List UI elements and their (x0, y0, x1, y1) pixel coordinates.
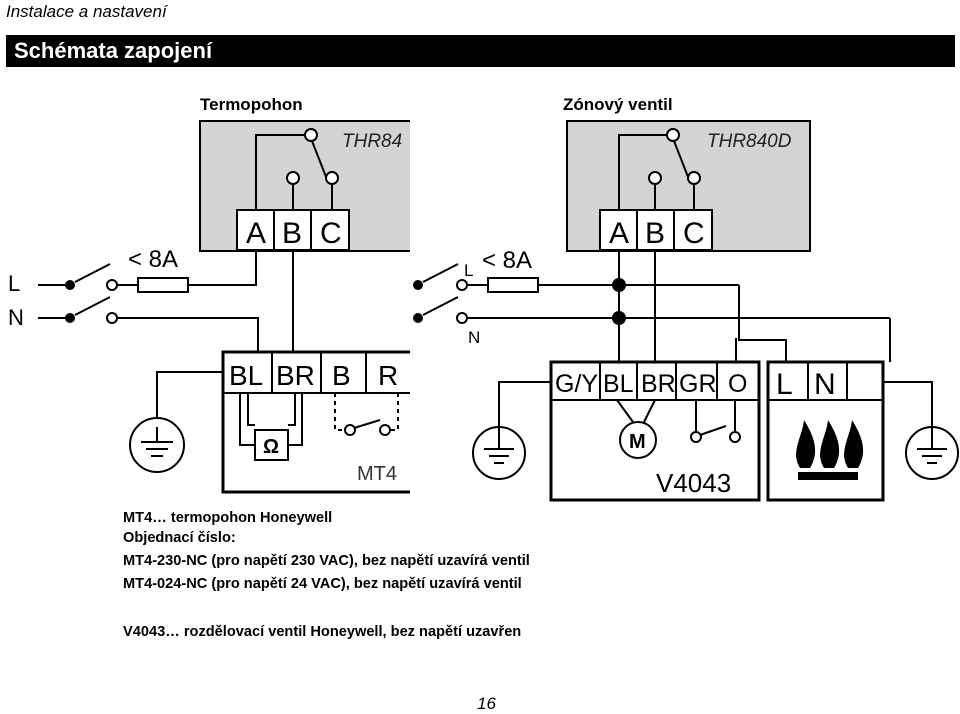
mt4-terminal-br: BR (276, 360, 315, 391)
fuse-right (487, 277, 539, 293)
mt4-label: MT4 (357, 463, 397, 485)
terminal-block-right (599, 209, 713, 251)
v4043-terminal-br: BR (641, 370, 676, 398)
v4043-terminal-gy: G/Y (555, 370, 598, 398)
mt4-box (221, 350, 410, 494)
terminal-b-left: B (282, 217, 302, 250)
mt4-terminal-r: R (378, 360, 398, 391)
neutral-label-left: N (8, 305, 24, 330)
v4043-terminal-bl: BL (603, 370, 634, 398)
left-diagram: THR84 A B C < 8A L N (8, 120, 410, 494)
mt4-terminal-b: B (332, 360, 351, 391)
terminal-c-left: C (320, 217, 342, 250)
v4043-label: V4043 (656, 468, 731, 498)
v4043-terminal-o: O (728, 370, 747, 398)
earth-icon (129, 417, 185, 473)
right-diagram: THR840D A B C < 8A L N (413, 120, 959, 502)
v4043-terminal-gr: GR (679, 370, 717, 398)
terminal-block-left (236, 209, 350, 251)
fuse-left (137, 277, 189, 293)
terminal-b-right: B (645, 217, 665, 250)
section-title-bar: Schémata zapojení (6, 35, 955, 67)
desc-line-2: Objednací číslo: (123, 530, 236, 546)
desc-line-1: MT4… termopohon Honeywell (123, 510, 333, 526)
motor-symbol: M (629, 431, 646, 453)
desc-line-3: MT4-230-NC (pro napětí 230 VAC), bez nap… (123, 553, 530, 569)
boiler-terminal-l: L (776, 368, 793, 401)
boiler-terminal-n: N (814, 368, 836, 401)
section-title: Schémata zapojení (14, 38, 213, 63)
fuse-label-left: < 8A (128, 246, 178, 273)
desc-line-5: V4043… rozdělovací ventil Honeywell, bez… (123, 624, 522, 640)
thermostat-right-label: THR840D (707, 131, 792, 152)
motor-icon (619, 421, 657, 459)
heater-symbol: Ω (263, 436, 279, 458)
desc-line-4: MT4-024-NC (pro napětí 24 VAC), bez napě… (123, 576, 522, 592)
page-number: 16 (477, 694, 496, 713)
mt4-terminal-bl: BL (229, 360, 263, 391)
thermostat-left-label: THR84 (342, 131, 402, 152)
terminal-c-right: C (683, 217, 705, 250)
v4043-box (549, 360, 761, 502)
line-label-left: L (8, 271, 20, 296)
page-header: Instalace a nastavení (6, 2, 167, 21)
line-label-right: L (464, 261, 473, 280)
terminal-a-left: A (246, 217, 266, 250)
left-diagram-title: Termopohon (200, 95, 303, 114)
fuse-label-right: < 8A (482, 247, 532, 274)
wiring-diagram: Termopohon Zónový ventil THR84 A B C < 8… (8, 95, 959, 502)
terminal-a-right: A (609, 217, 629, 250)
neutral-label-right: N (468, 328, 480, 347)
flame-icon (796, 420, 864, 480)
right-diagram-title: Zónový ventil (563, 95, 673, 114)
